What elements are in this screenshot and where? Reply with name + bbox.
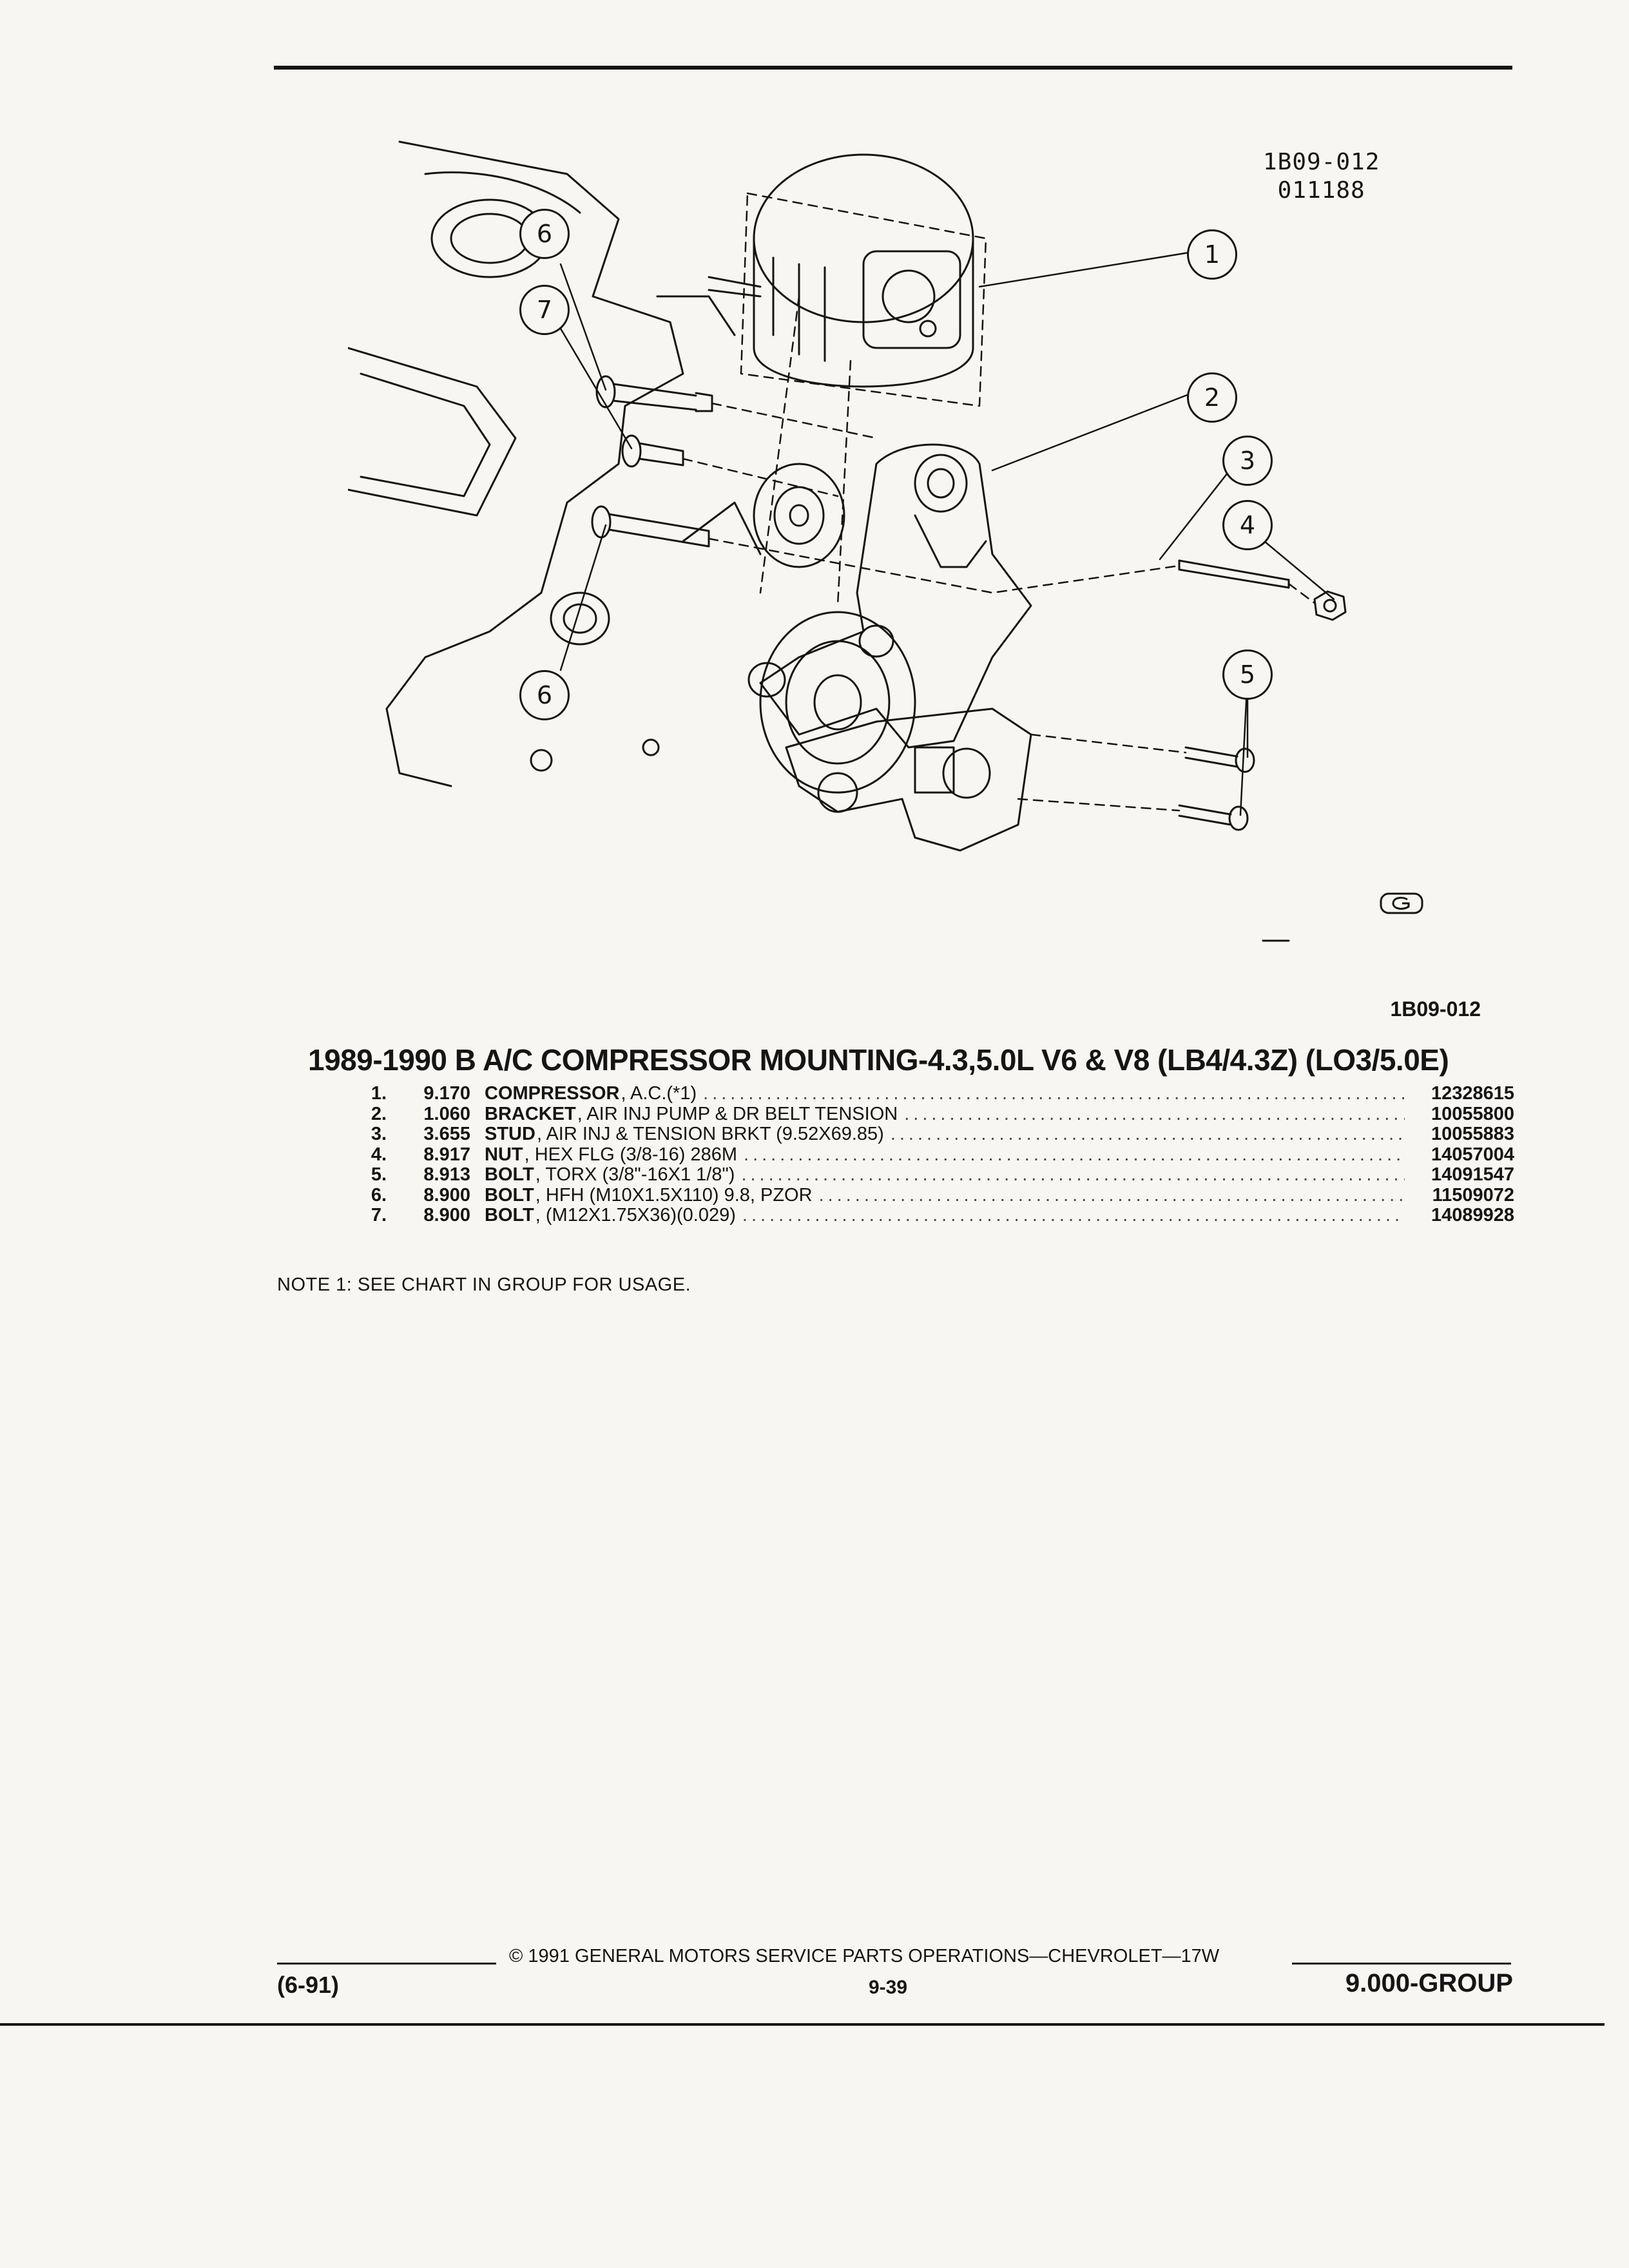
table-row: 1. 9.170 COMPRESSOR , A.C.(*1) .........… bbox=[348, 1083, 1514, 1104]
group-number: 9.170 bbox=[423, 1083, 470, 1104]
callout-3: 3 bbox=[1222, 436, 1273, 486]
part-number: 14057004 bbox=[1431, 1144, 1514, 1165]
callout-5: 5 bbox=[1222, 649, 1273, 700]
group-number: 8.913 bbox=[423, 1164, 470, 1185]
item-number: 3. bbox=[371, 1124, 387, 1144]
drawing-reference-code: 1B09-012 011188 bbox=[1263, 148, 1380, 205]
dot-leader: ........................................… bbox=[890, 1124, 1405, 1144]
item-number: 5. bbox=[371, 1164, 387, 1185]
parts-list: 1. 9.170 COMPRESSOR , A.C.(*1) .........… bbox=[348, 1083, 1514, 1226]
table-row: 6. 8.900 BOLT , HFH (M10X1.5X110) 9.8, P… bbox=[348, 1184, 1514, 1206]
compressor-mounting-illustration bbox=[347, 140, 1347, 942]
part-description: , HFH (M10X1.5X110) 9.8, PZOR bbox=[535, 1184, 813, 1206]
group-number: 8.900 bbox=[423, 1184, 470, 1206]
group-number: 3.655 bbox=[423, 1124, 470, 1144]
dot-leader: ........................................… bbox=[904, 1104, 1405, 1124]
callout-2: 2 bbox=[1187, 372, 1237, 423]
table-row: 5. 8.913 BOLT , TORX (3/8"-16X1 1/8") ..… bbox=[348, 1164, 1514, 1186]
group-number: 8.900 bbox=[423, 1205, 470, 1225]
item-number: 2. bbox=[371, 1103, 387, 1124]
table-row: 3. 3.655 STUD , AIR INJ & TENSION BRKT (… bbox=[348, 1124, 1514, 1145]
part-name: STUD bbox=[485, 1124, 535, 1144]
top-rule bbox=[274, 66, 1512, 70]
group-number: 8.917 bbox=[423, 1144, 470, 1165]
table-row: 4. 8.917 NUT , HEX FLG (3/8-16) 286M ...… bbox=[348, 1144, 1514, 1166]
item-number: 1. bbox=[371, 1083, 387, 1104]
callout-1: 1 bbox=[1187, 229, 1237, 280]
item-number: 4. bbox=[371, 1144, 387, 1165]
footer-rule-left bbox=[277, 1963, 496, 1965]
part-number: 10055800 bbox=[1431, 1103, 1514, 1124]
part-description: , HEX FLG (3/8-16) 286M bbox=[524, 1144, 738, 1165]
part-name: NUT bbox=[485, 1144, 523, 1165]
part-description: , AIR INJ PUMP & DR BELT TENSION bbox=[577, 1103, 898, 1124]
usage-note: NOTE 1: SEE CHART IN GROUP FOR USAGE. bbox=[277, 1274, 691, 1295]
part-name: COMPRESSOR bbox=[485, 1083, 620, 1104]
part-name: BOLT bbox=[485, 1164, 534, 1185]
callout-6-upper: 6 bbox=[519, 209, 570, 259]
part-description: , A.C.(*1) bbox=[621, 1083, 697, 1104]
part-number: 11509072 bbox=[1432, 1184, 1514, 1206]
part-name: BRACKET bbox=[485, 1103, 576, 1124]
part-name: BOLT bbox=[485, 1184, 534, 1206]
footer-revision-date: (6-91) bbox=[277, 1972, 340, 1998]
page-number: 9-39 bbox=[869, 1977, 908, 1998]
part-number: 14091547 bbox=[1431, 1164, 1514, 1185]
callout-6-lower: 6 bbox=[519, 670, 570, 720]
part-description: , AIR INJ & TENSION BRKT (9.52X69.85) bbox=[536, 1124, 884, 1144]
footer-group: 9.000-GROUP bbox=[1345, 1969, 1513, 1997]
part-name: BOLT bbox=[485, 1205, 534, 1225]
table-row: 2. 1.060 BRACKET , AIR INJ PUMP & DR BEL… bbox=[348, 1104, 1514, 1125]
dot-leader: ........................................… bbox=[741, 1165, 1405, 1185]
callout-4: 4 bbox=[1222, 500, 1273, 550]
item-number: 7. bbox=[371, 1205, 387, 1225]
dot-leader: ........................................… bbox=[742, 1206, 1405, 1225]
gm-logo-icon bbox=[1380, 892, 1423, 914]
table-row: 7. 8.900 BOLT , (M12X1.75X36)(0.029) ...… bbox=[348, 1205, 1514, 1226]
part-description: , TORX (3/8"-16X1 1/8") bbox=[535, 1164, 735, 1185]
footer-copyright: © 1991 GENERAL MOTORS SERVICE PARTS OPER… bbox=[509, 1946, 1220, 1966]
group-number: 1.060 bbox=[423, 1103, 470, 1124]
item-number: 6. bbox=[371, 1184, 387, 1206]
part-number: 10055883 bbox=[1431, 1124, 1514, 1144]
dot-leader: ........................................… bbox=[703, 1084, 1405, 1104]
drawing-code-line2: 011188 bbox=[1277, 177, 1365, 204]
dot-leader: ........................................… bbox=[818, 1185, 1405, 1206]
part-number: 12328615 bbox=[1431, 1083, 1514, 1104]
dot-leader: ........................................… bbox=[744, 1144, 1405, 1165]
figure-id: 1B09-012 bbox=[1390, 997, 1481, 1021]
part-description: , (M12X1.75X36)(0.029) bbox=[535, 1205, 736, 1225]
bottom-rule bbox=[0, 2023, 1605, 2026]
part-number: 14089928 bbox=[1431, 1205, 1514, 1225]
page-title: 1989-1990 B A/C COMPRESSOR MOUNTING-4.3,… bbox=[308, 1043, 1449, 1077]
footer-rule-right bbox=[1292, 1963, 1511, 1965]
callout-7: 7 bbox=[519, 285, 570, 335]
exploded-parts-drawing: 1B09-012 011188 1 2 3 4 5 6 7 6 bbox=[347, 103, 1456, 960]
drawing-code-line1: 1B09-012 bbox=[1263, 149, 1380, 175]
